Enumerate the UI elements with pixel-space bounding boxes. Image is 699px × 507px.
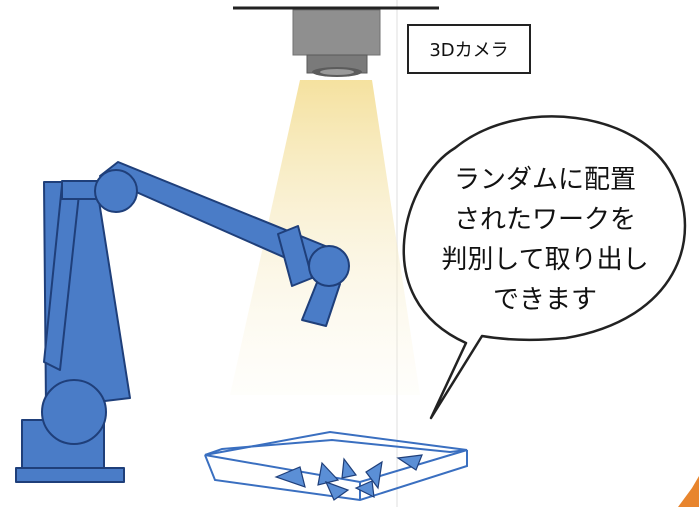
speech-bubble-text: ランダムに配置 されたワークを 判別して取り出し できます [432,160,658,320]
robot-base-joint [41,379,107,445]
workpiece [396,454,423,471]
speech-line-3: 判別して取り出し [441,245,649,275]
workpieces [274,454,423,501]
workpiece [324,480,350,501]
speech-line-4: できます [492,285,597,315]
workpiece [274,466,306,488]
workpiece [365,460,383,490]
robot-shoulder-joint [94,169,138,213]
robot-wrist-joint [308,245,350,287]
workpiece [317,461,340,486]
workpiece [341,457,358,479]
speech-line-2: されたワークを [453,205,636,235]
robot-arm [15,161,350,483]
light-cone [230,80,420,395]
camera-label: 3Dカメラ [407,24,531,74]
speech-bubble [402,115,687,420]
corner-accent [678,476,699,507]
workpiece-tray [204,430,468,502]
workpiece [354,480,375,499]
camera-icon [292,9,381,77]
speech-line-1: ランダムに配置 [453,165,636,195]
robot-base-plate [15,467,125,483]
